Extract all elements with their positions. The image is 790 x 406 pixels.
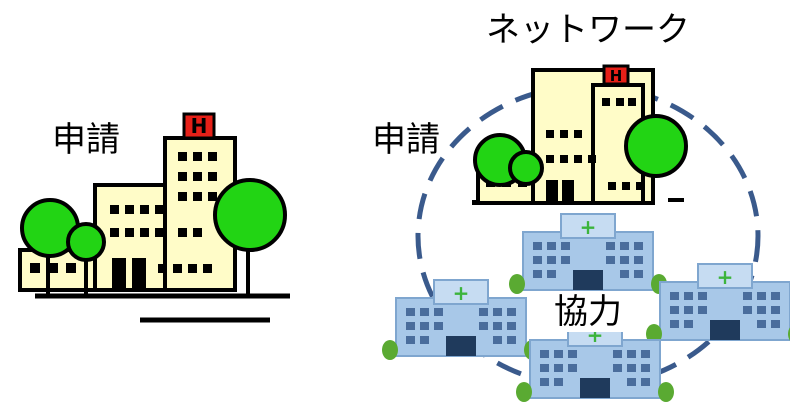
apply-label-right: 申請 bbox=[372, 120, 440, 160]
partner-hospital-icon bbox=[645, 263, 790, 345]
network-label: ネットワーク bbox=[486, 10, 690, 50]
network-hospital-sign-text: H bbox=[610, 67, 623, 85]
apply-label-left: 申請 bbox=[52, 120, 120, 160]
cooperation-label: 協力 bbox=[548, 292, 628, 332]
partner-hospital-icon bbox=[508, 213, 668, 295]
network-hospital-icon: H bbox=[472, 64, 688, 205]
